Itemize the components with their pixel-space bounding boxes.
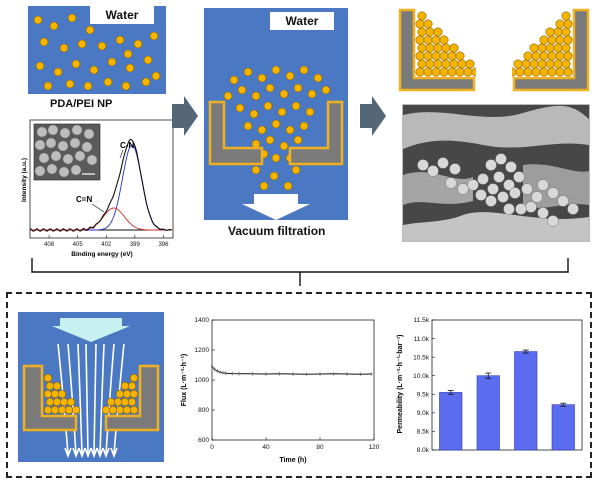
- flux-point: [210, 365, 214, 368]
- flux-ylabel: Flux (L·m⁻²·h⁻¹): [181, 354, 188, 407]
- filtration-panel: [204, 8, 348, 220]
- flux-ytick: 1000: [195, 377, 210, 384]
- flux-xtick: 40: [262, 444, 270, 451]
- arrow-right-2: [360, 96, 386, 136]
- perm-ytick: 10.5k: [413, 354, 430, 361]
- flux-point: [221, 371, 224, 374]
- flux-point: [359, 372, 362, 376]
- flux-point: [305, 372, 308, 376]
- flow-schematic: [18, 312, 164, 462]
- water-label-1: Water: [90, 6, 154, 24]
- permeability-chart: 8.0k 8.5k 9.0k 9.5k 10.0k 10.5k 11.0k 11.5k Per…: [390, 312, 588, 468]
- xps-xtick: 396: [158, 242, 169, 248]
- flux-xtick: 80: [316, 444, 324, 451]
- deposit-right-schematic: [512, 8, 590, 92]
- results-container: [6, 292, 592, 478]
- perm-ytick: 8.0k: [417, 447, 430, 454]
- filtration-caption: Vacuum filtration: [228, 224, 326, 238]
- deposit-left-schematic: [398, 8, 476, 92]
- arrow-right-1: [172, 96, 198, 136]
- flux-point: [237, 372, 241, 375]
- perm-ytick: 8.5k: [417, 429, 430, 436]
- perm-ylabel: Permeability (L·m⁻²·h⁻¹·bar⁻¹): [397, 335, 404, 434]
- xps-chart: C-N C=N 408 405 402 399 396 Binding energy (…: [20, 118, 175, 258]
- perm-ytick: 11.0k: [414, 336, 430, 343]
- flux-point: [251, 372, 254, 376]
- flux-point: [370, 372, 373, 376]
- flux-point: [224, 372, 227, 375]
- xps-xtick: 399: [130, 242, 141, 248]
- flux-point: [231, 372, 234, 375]
- perm-bar: [551, 404, 575, 451]
- flux-point: [332, 372, 335, 376]
- flux-ytick: 1400: [195, 317, 210, 324]
- perm-bar: [514, 351, 538, 451]
- flux-point: [216, 369, 219, 373]
- flux-point: [345, 372, 349, 376]
- perm-ytick: 9.0k: [417, 410, 430, 417]
- filtration-drawing: [208, 65, 344, 220]
- xps-xtick: 402: [101, 242, 112, 248]
- perm-ytick: 9.5k: [417, 391, 430, 398]
- flux-ytick: 800: [198, 407, 209, 414]
- perm-ytick: 10.0k: [413, 373, 430, 380]
- flux-point: [218, 370, 222, 374]
- xps-ylabel: Intensity (a.u.): [21, 158, 28, 202]
- flux-ytick: 600: [198, 437, 209, 444]
- xps-xtick: 405: [73, 242, 84, 248]
- flux-point: [318, 372, 322, 376]
- flux-point: [264, 372, 268, 376]
- flux-point: [291, 372, 295, 376]
- water-label-2: Water: [270, 12, 334, 30]
- xps-annot-ceqn: C=N: [76, 195, 92, 204]
- perm-ytick: 11.5k: [414, 317, 430, 324]
- np-particles: [33, 13, 161, 91]
- xps-xtick: 408: [44, 242, 55, 248]
- flux-xlabel: Time (h): [279, 457, 306, 464]
- perm-bar: [439, 392, 463, 451]
- flux-xtick: 0: [210, 444, 214, 451]
- summary-bracket: [31, 258, 569, 286]
- xps-annot-cn: C-N: [120, 141, 134, 150]
- flux-chart: 600 800 1000 1200 1400 0 40 80 120 Time (h) Flux…: [172, 312, 382, 468]
- perm-bar: [476, 375, 500, 451]
- sem-image: [402, 104, 590, 242]
- xps-xlabel: Binding energy (eV): [71, 251, 132, 258]
- flux-xtick: 120: [369, 444, 380, 451]
- flux-ytick: 1200: [195, 347, 210, 354]
- flux-point: [213, 368, 216, 371]
- np-caption: PDA/PEI NP: [50, 98, 113, 110]
- flux-point: [278, 372, 281, 376]
